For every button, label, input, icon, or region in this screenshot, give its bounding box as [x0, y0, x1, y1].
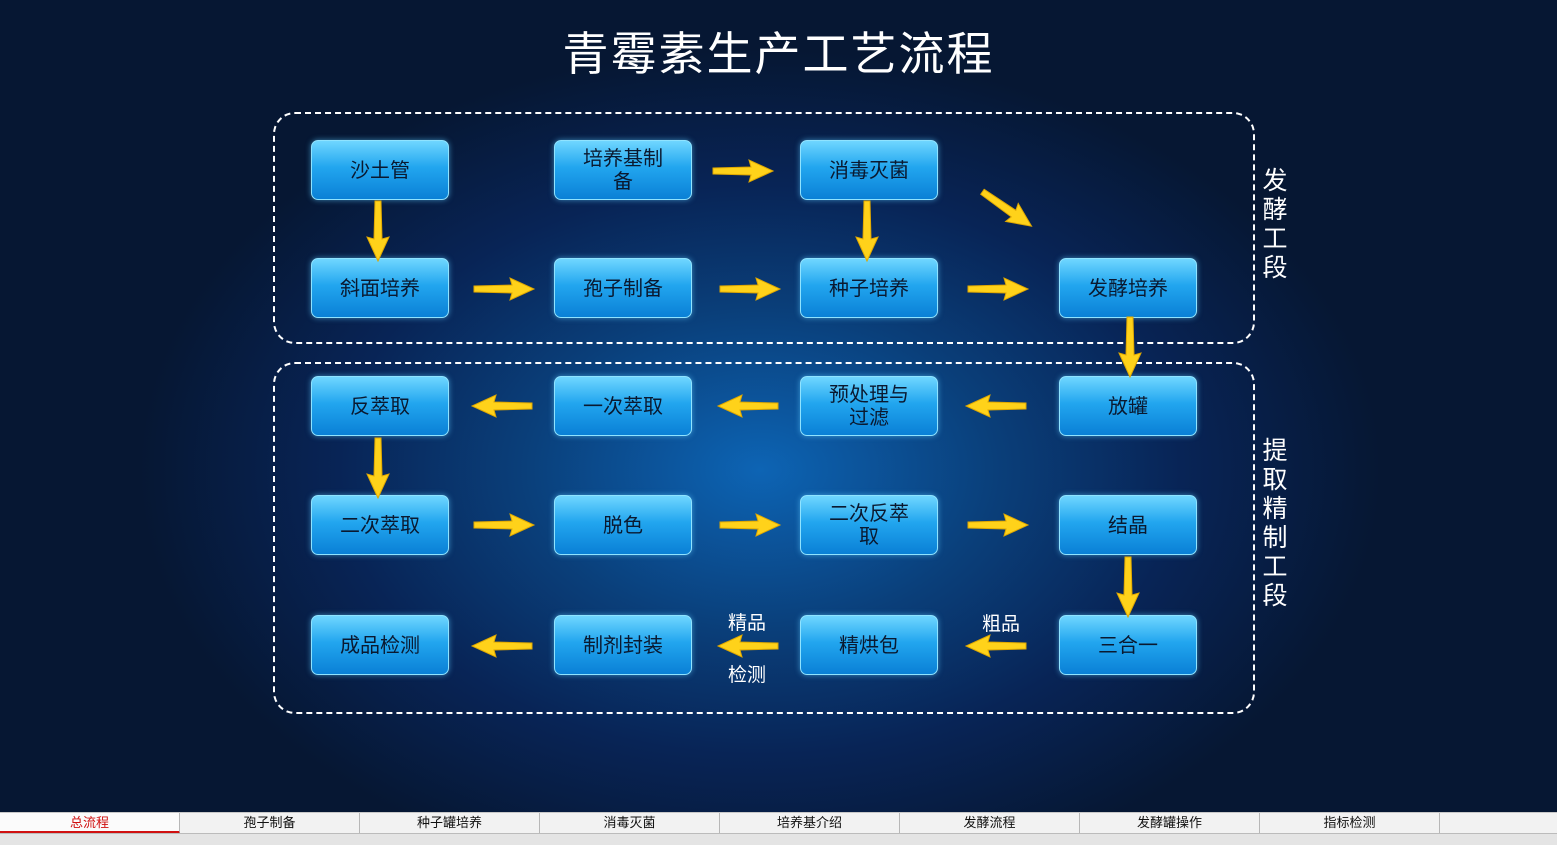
- note-cupin: 粗品: [982, 613, 1021, 635]
- node-discharge[interactable]: 放罐: [1059, 376, 1197, 436]
- node-spore-prep[interactable]: 孢子制备: [554, 258, 692, 318]
- arrow-down-icon: [1118, 314, 1142, 380]
- node-product-test[interactable]: 成品检测: [311, 615, 449, 675]
- node-first-extraction[interactable]: 一次萃取: [554, 376, 692, 436]
- node-dry-pack[interactable]: 精烘包: [800, 615, 938, 675]
- arrow-right-icon: [966, 277, 1030, 301]
- arrow-left-icon: [470, 634, 534, 658]
- arrow-right-icon: [711, 159, 775, 183]
- tab-index-test[interactable]: 指标检测: [1260, 813, 1440, 834]
- arrow-left-icon: [964, 634, 1028, 658]
- tab-sterilization[interactable]: 消毒灭菌: [540, 813, 720, 834]
- note-jiance: 检测: [728, 664, 767, 686]
- arrow-left-icon: [964, 394, 1028, 418]
- tab-spore-prep[interactable]: 孢子制备: [180, 813, 360, 834]
- tab-fermenter-operation[interactable]: 发酵罐操作: [1080, 813, 1260, 834]
- node-shatuguan[interactable]: 沙土管: [311, 140, 449, 200]
- tab-medium-intro[interactable]: 培养基介绍: [720, 813, 900, 834]
- node-packaging[interactable]: 制剂封装: [554, 615, 692, 675]
- arrow-down-icon: [855, 199, 879, 263]
- arrow-down-icon: [1116, 555, 1140, 619]
- node-second-extraction[interactable]: 二次萃取: [311, 495, 449, 555]
- arrow-left-icon: [470, 394, 534, 418]
- flowchart-canvas: 青霉素生产工艺流程 发酵工段 提取精制工段 沙土管 培养基制备 消毒灭菌 斜面培…: [0, 0, 1557, 812]
- node-back-extraction[interactable]: 反萃取: [311, 376, 449, 436]
- arrow-right-icon: [472, 277, 536, 301]
- arrow-right-icon: [966, 513, 1030, 537]
- extraction-section: [273, 362, 1255, 714]
- node-decolor[interactable]: 脱色: [554, 495, 692, 555]
- note-jingpin: 精品: [728, 612, 767, 634]
- arrow-left-icon: [716, 394, 780, 418]
- node-crystallization[interactable]: 结晶: [1059, 495, 1197, 555]
- node-fermentation[interactable]: 发酵培养: [1059, 258, 1197, 318]
- node-seed-culture[interactable]: 种子培养: [800, 258, 938, 318]
- node-culture-medium[interactable]: 培养基制备: [554, 140, 692, 200]
- fermentation-section-label: 发酵工段: [1262, 166, 1288, 282]
- node-sterilization[interactable]: 消毒灭菌: [800, 140, 938, 200]
- arrow-right-icon: [472, 513, 536, 537]
- node-second-back-extraction[interactable]: 二次反萃取: [800, 495, 938, 555]
- extraction-section-label: 提取精制工段: [1262, 436, 1288, 610]
- tab-seed-tank[interactable]: 种子罐培养: [360, 813, 540, 834]
- arrow-right-icon: [718, 277, 782, 301]
- tab-overall-flow[interactable]: 总流程: [0, 813, 180, 834]
- page-title: 青霉素生产工艺流程: [562, 27, 995, 81]
- arrow-down-icon: [366, 436, 390, 500]
- node-slant-culture[interactable]: 斜面培养: [311, 258, 449, 318]
- sheet-tab-bar: 总流程 孢子制备 种子罐培养 消毒灭菌 培养基介绍 发酵流程 发酵罐操作 指标检…: [0, 812, 1557, 834]
- tab-fermentation-flow[interactable]: 发酵流程: [900, 813, 1080, 834]
- arrow-down-right-icon: [974, 181, 1040, 237]
- arrow-right-icon: [718, 513, 782, 537]
- node-pretreat-filter[interactable]: 预处理与过滤: [800, 376, 938, 436]
- arrow-left-icon: [716, 634, 780, 658]
- status-bar: [0, 833, 1557, 845]
- node-three-in-one[interactable]: 三合一: [1059, 615, 1197, 675]
- fermentation-section: [273, 112, 1255, 344]
- arrow-down-icon: [366, 199, 390, 263]
